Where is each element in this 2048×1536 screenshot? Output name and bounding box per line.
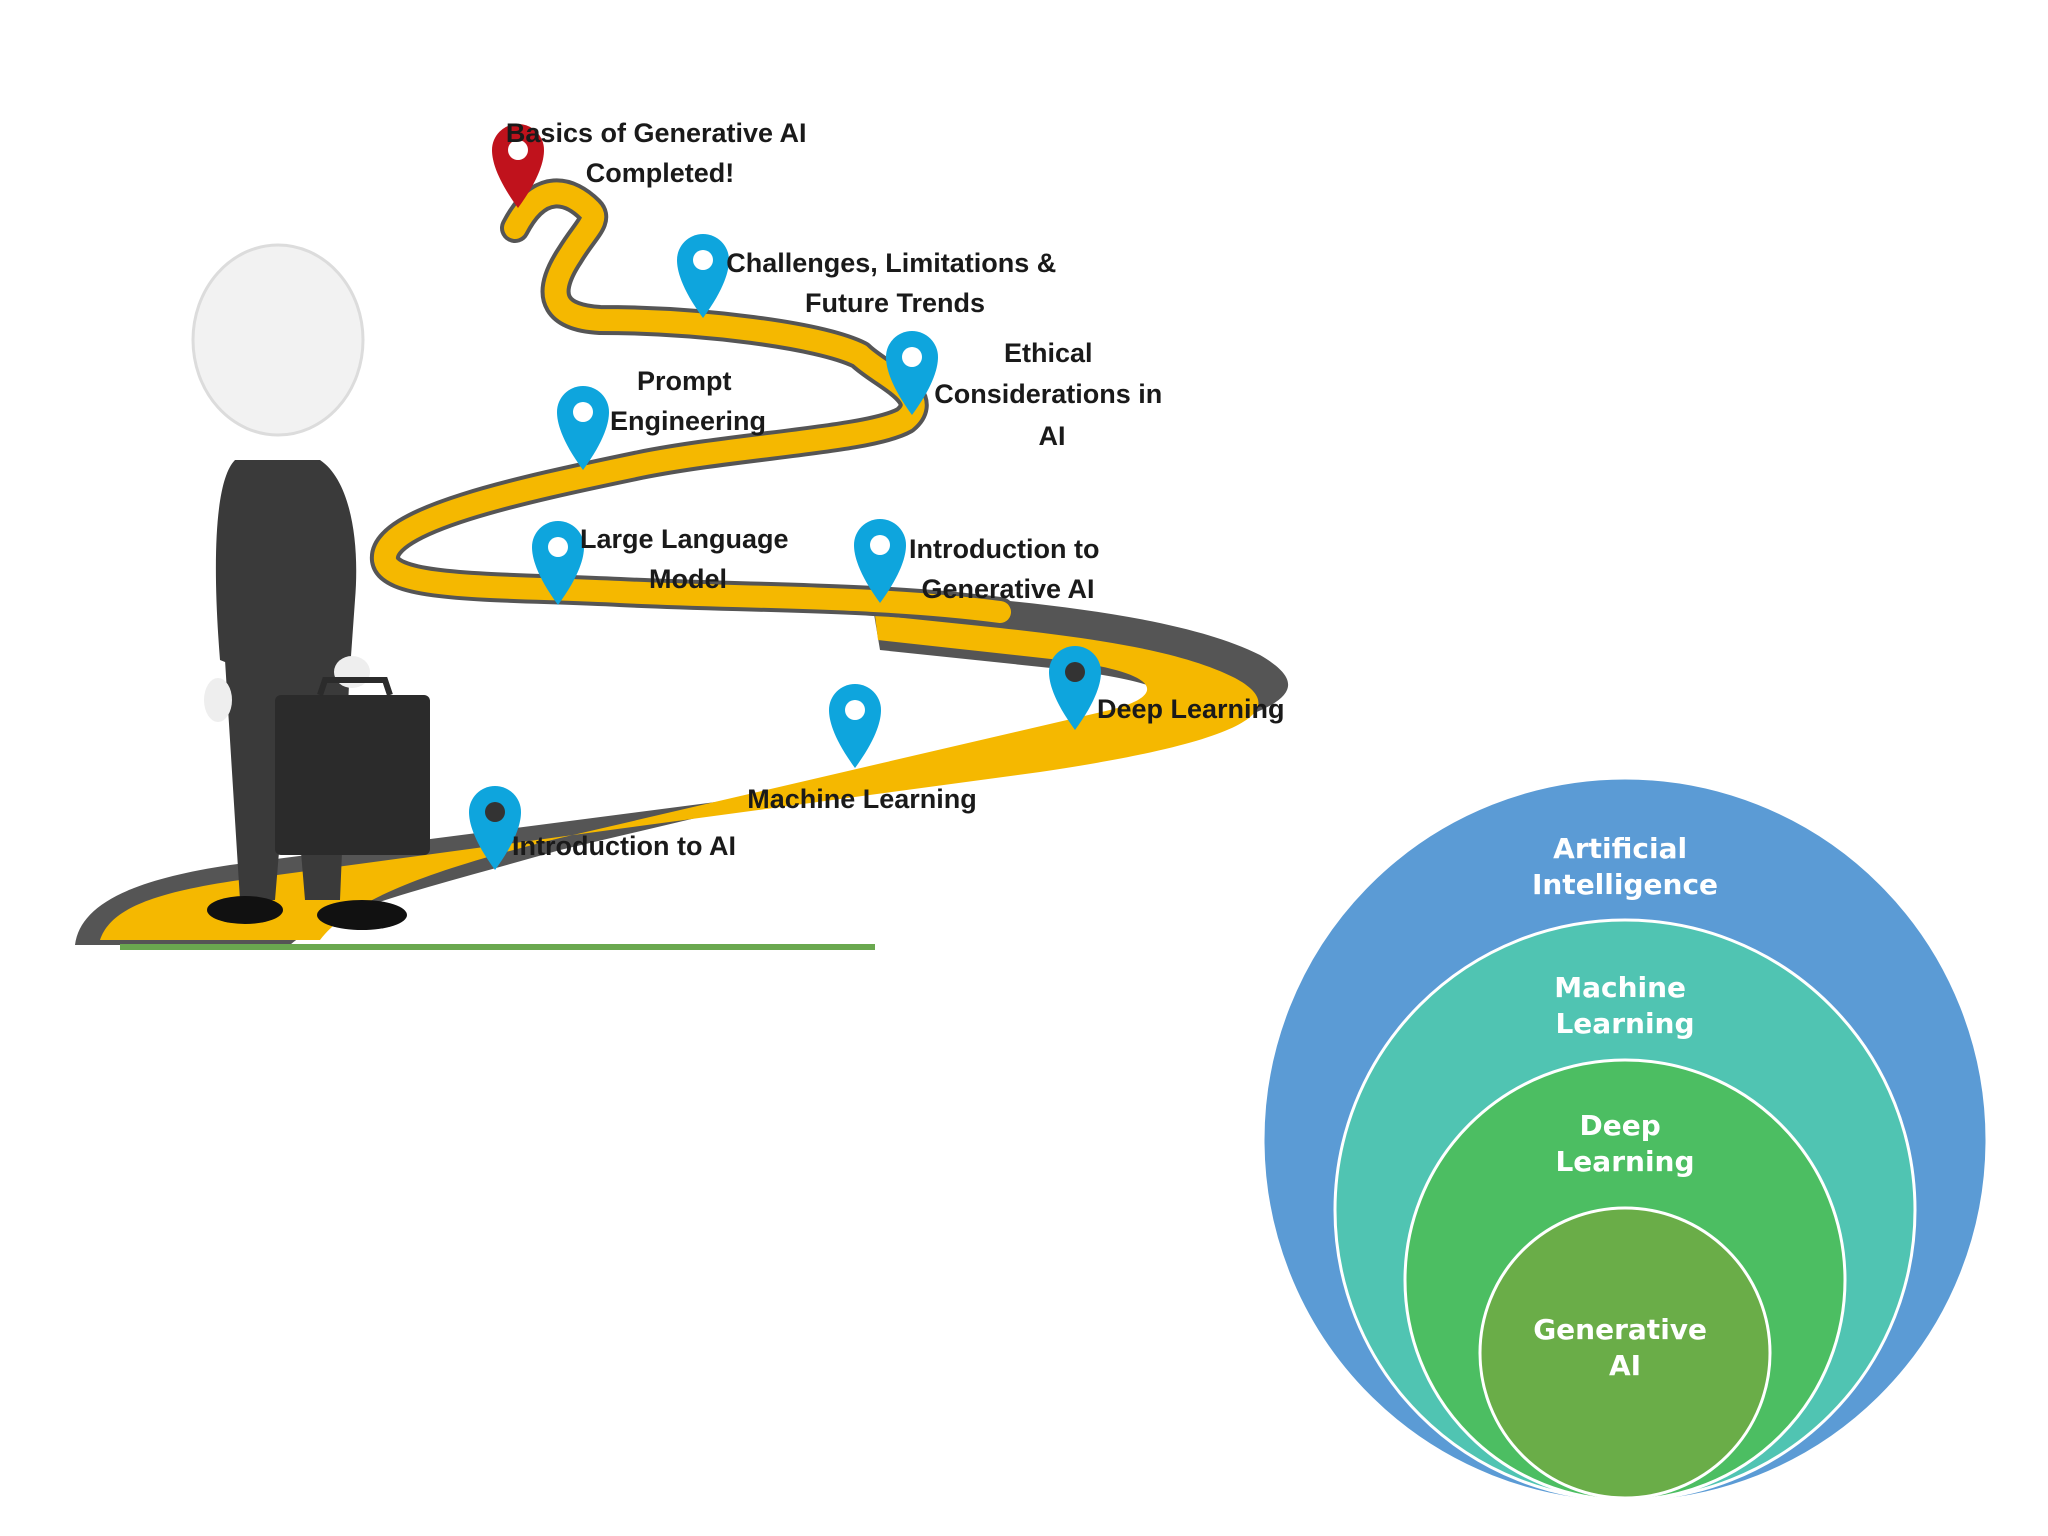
milestone-label-intro-genai: Introduction to Generative AI (909, 534, 1107, 604)
milestone-label-line: Model (649, 564, 727, 594)
figure-right-hand (334, 656, 370, 688)
milestone-label-deep-learning: Deep Learning (1097, 694, 1285, 724)
venn-label-line: AI (1609, 1349, 1641, 1382)
milestone-label-llm: Large Language Model (580, 524, 796, 594)
pin-icon-challenges (677, 234, 729, 318)
road-front-edge (75, 590, 1289, 945)
figure-left-hand (204, 678, 232, 722)
milestone-label-line: Introduction to (909, 534, 1099, 564)
pin-icon-intro-genai (854, 519, 906, 603)
circle-generative-ai (1478, 1206, 1772, 1500)
venn-label-line: Learning (1555, 1007, 1694, 1040)
milestone-label-line: Generative AI (921, 574, 1094, 604)
briefcase (275, 695, 430, 855)
venn-label-line: Machine (1554, 971, 1686, 1004)
pin-icon-prompt (557, 386, 609, 470)
label-machine-learning: Machine Learning (1554, 971, 1696, 1040)
venn-label-line: Generative (1533, 1313, 1707, 1346)
goal-pin-icon (492, 124, 544, 208)
pin-icon-ethics (886, 331, 938, 415)
milestone-label-line: AI (1039, 421, 1066, 451)
pin-icon-intro-ai (469, 786, 521, 870)
ai-hierarchy-nested-circles: Artificial Intelligence Machine Learning… (1261, 776, 1989, 1504)
venn-label-line: Intelligence (1532, 868, 1718, 901)
milestone-label-line: Future Trends (805, 288, 985, 318)
milestone-label-ethics: Ethical Considerations in AI (934, 338, 1170, 451)
figure-suit-jacket (215, 460, 357, 670)
pin-icon-llm (532, 521, 584, 605)
milestone-label-line: Machine Learning (747, 784, 977, 814)
venn-label-line: Learning (1555, 1145, 1694, 1178)
milestone-label-line: Considerations in (934, 379, 1162, 409)
label-artificial-intelligence: Artificial Intelligence (1532, 832, 1718, 901)
milestone-label-line: Ethical (1004, 338, 1093, 368)
goal-label-line1: Basics of Generative AI (506, 118, 807, 148)
label-generative-ai: Generative AI (1533, 1313, 1717, 1382)
pin-icon-deep-learning (1049, 646, 1101, 730)
milestone-label-prompt: Prompt Engineering (610, 366, 766, 436)
milestone-pins (469, 234, 1101, 870)
learning-roadmap-illustration: Basics of Generative AI Completed! Intro… (75, 118, 1289, 950)
milestone-label-line: Engineering (610, 406, 766, 436)
businessman-figure (191, 243, 430, 930)
milestone-label-challenges: Challenges, Limitations & Future Trends (726, 248, 1064, 318)
milestone-label-line: Deep Learning (1097, 694, 1285, 724)
pin-icon-machine-learning (829, 684, 881, 768)
bottom-strip (120, 944, 875, 950)
milestone-label-line: Large Language (580, 524, 789, 554)
milestone-label-machine-learning: Machine Learning (747, 784, 977, 814)
venn-label-line: Deep (1579, 1109, 1660, 1142)
figure-head (191, 243, 365, 437)
goal-label-line2: Completed! (586, 158, 735, 188)
briefcase-handle (317, 677, 393, 696)
road-switchback-upper-surface (374, 182, 1011, 623)
milestone-label-line: Challenges, Limitations & (726, 248, 1056, 278)
label-deep-learning: Deep Learning (1555, 1109, 1694, 1178)
milestone-label-line: Prompt (637, 366, 732, 396)
milestone-label-intro-ai: Introduction to AI (512, 831, 736, 861)
goal-label: Basics of Generative AI Completed! (506, 118, 814, 188)
venn-label-line: Artificial (1553, 832, 1687, 865)
milestone-label-line: Introduction to AI (512, 831, 736, 861)
figure-right-shoe (317, 900, 407, 930)
figure-left-shoe (207, 896, 283, 924)
